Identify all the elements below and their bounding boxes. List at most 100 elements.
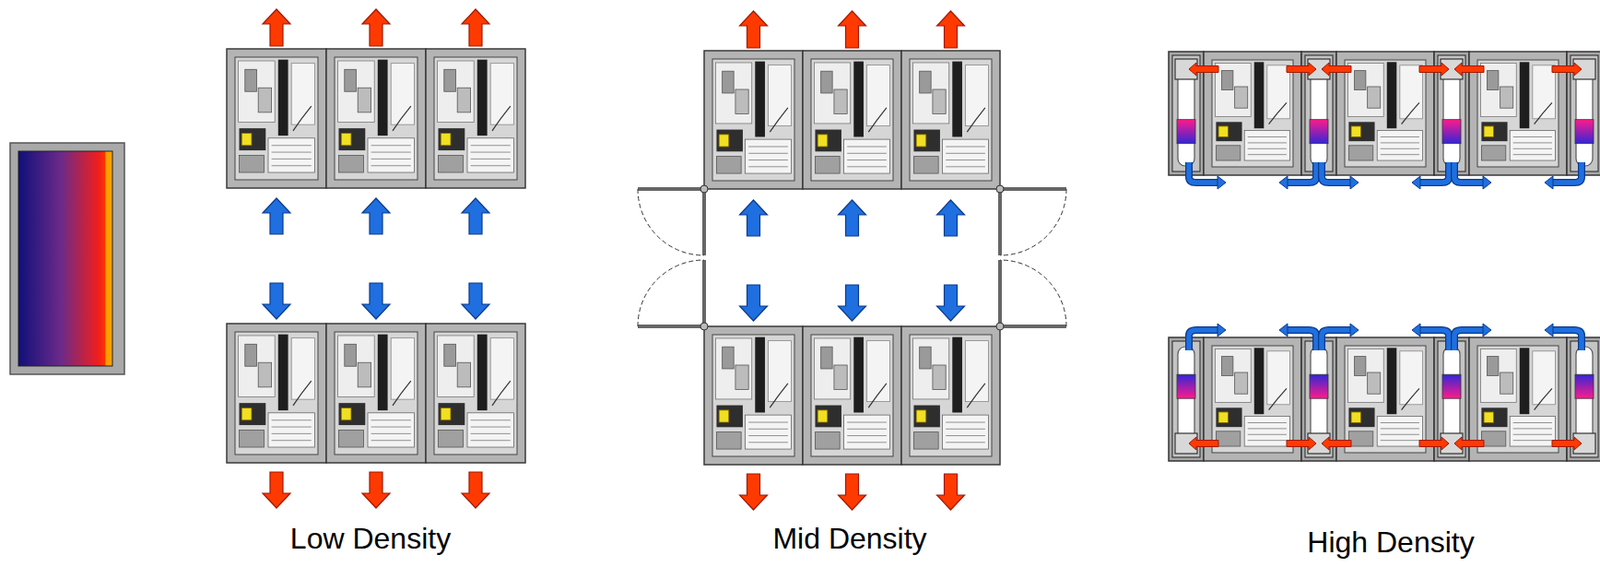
airflow-arrow xyxy=(362,198,390,235)
door-leaf xyxy=(702,188,706,256)
server-photo xyxy=(1344,345,1426,453)
rack-frame xyxy=(425,48,526,189)
cold-air-arrow xyxy=(1420,162,1449,183)
server-part xyxy=(1215,62,1252,117)
server-part xyxy=(965,341,989,402)
server-part xyxy=(440,132,451,145)
server-part xyxy=(1376,416,1423,447)
server-part xyxy=(344,69,357,92)
server-part xyxy=(1487,70,1499,91)
server-part xyxy=(1354,70,1366,91)
server-part xyxy=(1267,351,1291,405)
airflow-arrow xyxy=(262,198,291,235)
server-part xyxy=(239,429,265,448)
server-part xyxy=(814,156,840,174)
server-cable xyxy=(1534,102,1553,124)
cold-air-arrow-outline xyxy=(1321,329,1351,351)
server-part xyxy=(440,407,451,420)
rack-frame xyxy=(425,323,526,463)
server-part xyxy=(268,412,315,448)
server-detail xyxy=(945,435,986,436)
server-part xyxy=(716,62,753,124)
server-cable xyxy=(966,107,986,132)
server-part xyxy=(238,335,276,398)
server-part xyxy=(754,61,765,138)
server-part xyxy=(1215,121,1242,142)
server-part xyxy=(239,128,267,151)
airflow-arrow xyxy=(838,284,867,321)
server-part xyxy=(444,343,457,366)
cold-air-arrowhead xyxy=(1411,176,1421,189)
door-leaf xyxy=(702,259,706,327)
server-part xyxy=(817,410,828,423)
airflow-arrow xyxy=(937,11,965,48)
server-part xyxy=(339,128,366,151)
server-detail xyxy=(371,152,412,153)
server-cable xyxy=(392,380,412,406)
door-hinge xyxy=(700,185,708,193)
airflow-arrow xyxy=(262,471,291,508)
server-part xyxy=(444,69,457,92)
server-part xyxy=(1244,130,1290,161)
server-part xyxy=(241,132,252,145)
server-photo xyxy=(811,58,894,181)
door-hinge xyxy=(996,322,1004,330)
aisle-wall xyxy=(1000,324,1067,329)
door-swing xyxy=(637,259,705,327)
server-part xyxy=(1348,62,1385,117)
server-part xyxy=(867,65,891,127)
cold-air-arrow-outline xyxy=(1420,329,1449,351)
server-part xyxy=(437,60,475,122)
server-rack xyxy=(425,323,526,463)
server-detail xyxy=(847,422,887,424)
cooling-coil xyxy=(1442,119,1461,144)
server-photo xyxy=(434,57,518,180)
cold-air-arrow xyxy=(1454,329,1483,351)
server-cable xyxy=(492,380,511,406)
server-part xyxy=(965,65,989,127)
server-part xyxy=(834,89,848,114)
cooling-coil xyxy=(1575,119,1594,144)
server-part xyxy=(268,138,315,173)
server-detail xyxy=(945,146,986,148)
density-label: Low Density xyxy=(290,521,451,556)
server-photo xyxy=(1477,345,1559,453)
door-hinge xyxy=(996,185,1004,193)
server-part xyxy=(438,429,464,448)
server-part xyxy=(278,59,289,136)
cooling-coil xyxy=(1575,374,1594,399)
server-part xyxy=(817,134,828,147)
server-photo xyxy=(334,57,418,180)
server-part xyxy=(1387,347,1398,414)
server-detail xyxy=(470,426,511,428)
server-detail xyxy=(271,426,312,428)
server-detail xyxy=(470,152,511,153)
server-part xyxy=(477,334,488,411)
airflow-arrow xyxy=(937,284,965,321)
server-cable xyxy=(293,105,312,131)
server-part xyxy=(913,432,939,449)
server-part xyxy=(1348,348,1385,402)
aisle-wall xyxy=(1000,187,1067,191)
server-cable xyxy=(769,107,789,132)
server-photo xyxy=(1344,59,1426,167)
server-part xyxy=(339,429,365,448)
door-swing xyxy=(1000,259,1067,327)
server-detail xyxy=(1513,434,1553,436)
server-detail xyxy=(945,441,986,443)
server-rack xyxy=(901,50,1000,189)
server-part xyxy=(942,139,989,174)
crac-housing xyxy=(10,142,125,375)
server-detail xyxy=(1380,427,1420,429)
server-part xyxy=(490,338,514,400)
server-part xyxy=(913,156,939,174)
server-detail xyxy=(1513,148,1553,150)
server-detail xyxy=(371,144,412,146)
rack-frame xyxy=(802,50,902,189)
server-detail xyxy=(748,428,789,430)
server-part xyxy=(1481,145,1506,161)
airflow-arrow xyxy=(461,471,490,508)
cold-air-arrowhead xyxy=(1350,176,1359,189)
server-part xyxy=(1244,416,1290,447)
server-photo xyxy=(334,331,418,455)
